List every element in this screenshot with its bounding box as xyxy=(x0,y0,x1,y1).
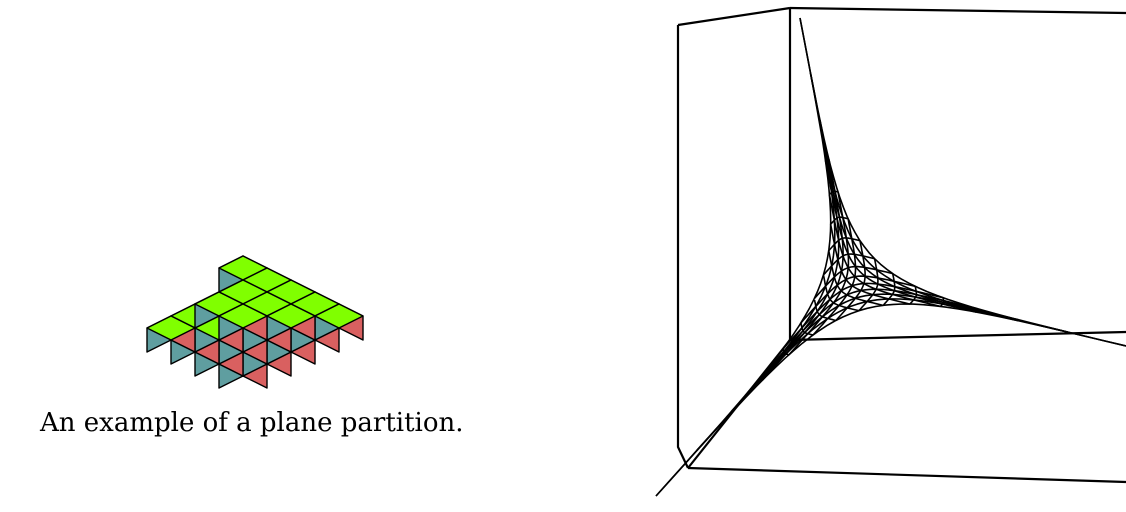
surface-wireframe-mesh xyxy=(655,17,1126,497)
surface-bounding-box xyxy=(676,6,1126,484)
mesh-line-v xyxy=(939,297,945,307)
mesh-line-v xyxy=(761,159,844,381)
mesh-line-w xyxy=(829,224,911,305)
mesh-line-w xyxy=(824,160,977,313)
mesh-line-v xyxy=(975,307,979,313)
mesh-line-w xyxy=(820,132,1019,322)
cube-top-face xyxy=(314,303,364,329)
box-front-bottom-edge xyxy=(687,466,1126,484)
mesh-line-u xyxy=(822,253,875,276)
mesh-line-v xyxy=(731,119,840,413)
mesh-line-w xyxy=(730,410,733,413)
box-top-left-edge xyxy=(677,6,791,27)
mesh-line-u xyxy=(813,265,893,300)
plane-partition-diagram xyxy=(146,255,364,389)
cube-top-face xyxy=(146,315,196,341)
mesh-line-v xyxy=(655,17,832,497)
mesh-line-u xyxy=(828,237,861,252)
box-top-right-edge xyxy=(789,6,1126,15)
mesh-line-v xyxy=(835,240,866,321)
mesh-line-u xyxy=(824,158,830,162)
mesh-line-w xyxy=(800,322,814,336)
box-back-left-wall xyxy=(676,25,689,469)
mesh-line-v xyxy=(882,273,896,306)
cube-top-face xyxy=(266,303,316,329)
mesh-line-w xyxy=(759,377,764,382)
mesh-line-u xyxy=(696,298,1068,451)
mesh-line-w xyxy=(799,17,1126,347)
mesh-line-u xyxy=(830,216,849,225)
mesh-line-w xyxy=(828,250,884,307)
mesh-line-v xyxy=(812,218,857,336)
cube-top-face xyxy=(218,303,268,329)
mesh-line-w xyxy=(782,348,790,356)
mesh-line-v xyxy=(696,73,836,451)
mesh-line-u xyxy=(800,275,916,324)
figure-caption: An example of a plane partition. xyxy=(40,408,464,438)
mesh-line-w xyxy=(822,274,860,312)
mesh-line-u xyxy=(759,288,978,379)
mesh-line-v xyxy=(909,286,918,305)
mesh-line-v xyxy=(858,258,879,312)
mesh-line-w xyxy=(813,299,837,322)
mesh-line-u xyxy=(828,190,839,196)
